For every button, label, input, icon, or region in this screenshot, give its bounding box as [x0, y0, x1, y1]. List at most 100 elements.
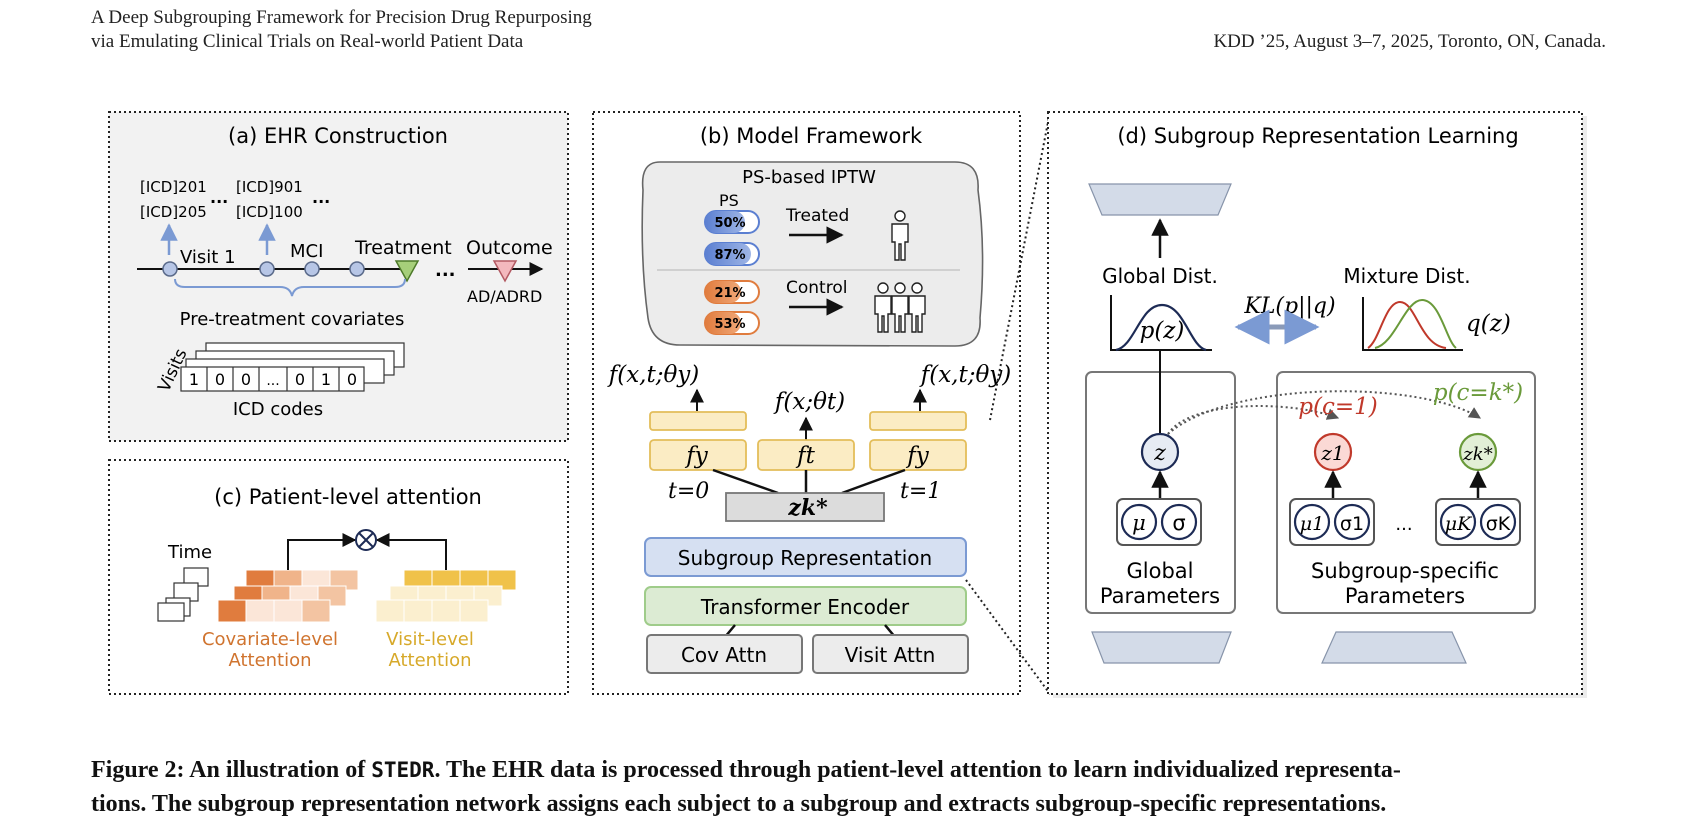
caption-prefix: Figure 2: An illustration of [91, 757, 372, 783]
ps-value: 53% [714, 317, 745, 332]
visit-attn-label: Visit Attn [845, 643, 936, 667]
subgroup-parameters-label: Subgroup-specific [1311, 559, 1499, 583]
cov-attn-label: Cov Attn [681, 643, 767, 667]
pz-label: p(z) [1140, 318, 1185, 344]
visit-attention-label: Visit-level [386, 629, 474, 650]
panel-b-model-framework: (b) Model Framework PS-based IPTW PS 50%… [592, 111, 1021, 695]
icd-code: [ICD]100 [236, 203, 303, 221]
control-label: Control [786, 278, 847, 298]
sigma-label: σ [1172, 511, 1185, 535]
t1-label: t=1 [900, 479, 941, 504]
ps-value: 21% [714, 286, 745, 301]
visit-attention-grid [375, 569, 517, 623]
icd-code: [ICD]201 [140, 178, 207, 196]
ps-value: 87% [714, 248, 745, 263]
encoder-trapezoid [1321, 631, 1467, 664]
matrix-cell: 0 [241, 370, 251, 389]
visit-attn-box [812, 634, 969, 674]
panel-c-title: (c) Patient-level attention [214, 485, 482, 509]
t0-label: t=0 [668, 479, 709, 504]
zk-node [1458, 432, 1498, 472]
panel-a-ehr-construction: (a) EHR Construction [ICD]201 [ICD]205 .… [108, 111, 569, 442]
ft-label: ft [795, 443, 816, 469]
ellipsis: ... [435, 260, 456, 281]
decoder-trapezoid [1088, 183, 1232, 216]
qz-label: q(z) [1466, 311, 1511, 337]
time-label: Time [167, 542, 212, 563]
visit1-label: Visit 1 [180, 247, 236, 268]
pretreatment-brace [174, 278, 406, 297]
mci-label: MCI [290, 241, 323, 262]
matrix-cell: 1 [321, 370, 331, 389]
mixture-curve-green [1374, 298, 1457, 349]
mixture-dist-label: Mixture Dist. [1343, 264, 1470, 288]
global-dist-label: Global Dist. [1102, 264, 1218, 288]
sigma1-label: σ1 [1340, 513, 1364, 535]
figure-caption: Figure 2: An illustration of STEDR. The … [91, 753, 1611, 821]
fy-layer [869, 411, 967, 431]
matrix-cell: 0 [295, 370, 305, 389]
icd-code: [ICD]205 [140, 203, 207, 221]
zk-representation-box [725, 492, 885, 522]
running-header-venue: KDD ’25, August 3–7, 2025, Toronto, ON, … [1213, 31, 1606, 52]
fy-label: fy [684, 443, 709, 469]
running-header-title: A Deep Subgrouping Framework for Precisi… [91, 6, 592, 54]
kl-label: KL(p||q) [1243, 294, 1335, 319]
ps-value: 50% [714, 216, 745, 231]
adadrd-label: AD/ADRD [467, 287, 542, 306]
muk-label: μK [1445, 513, 1473, 535]
visit-node [259, 261, 275, 277]
zk-label: zk* [787, 495, 828, 521]
icd-code: [ICD]901 [236, 178, 303, 196]
panel-d-title: (d) Subgroup Representation Learning [1117, 124, 1518, 148]
matrix-cell: 0 [215, 370, 225, 389]
mu-label: μ [1132, 511, 1146, 535]
header-title-line2: via Emulating Clinical Trials on Real-wo… [91, 31, 524, 52]
covariate-attention-label: Covariate-level [202, 629, 338, 650]
sigmak-label: σK [1486, 513, 1511, 535]
global-parameters-label: Parameters [1100, 584, 1220, 608]
ps-pill-control: 53% [704, 311, 760, 335]
ellipsis: ... [1395, 514, 1412, 535]
fy-layer [649, 439, 747, 471]
panel-d-subgroup-representation: (d) Subgroup Representation Learning Glo… [1047, 111, 1587, 698]
caption-line2: tions. The subgroup representation netwo… [91, 791, 1387, 817]
mixture-curve-red [1367, 300, 1447, 349]
person-icon [891, 210, 909, 261]
covariate-attention-label: Attention [228, 650, 311, 671]
fy-output-label: f(x,t;θy) [607, 362, 700, 388]
panel-b-title: (b) Model Framework [700, 124, 923, 148]
outcome-triangle [492, 260, 518, 283]
visit-matrix: 1 0 0 ... 0 1 0 [180, 342, 405, 392]
subgroup-representation-box [644, 537, 967, 577]
visit-attention-label: Attention [388, 650, 471, 671]
pck-label: p(c=k*) [1433, 380, 1523, 406]
fy-output-label: f(x,t;θy) [919, 362, 1012, 388]
multiply-icon [355, 529, 377, 551]
transformer-encoder-box [644, 586, 967, 626]
ps-iptw-title: PS-based IPTW [742, 167, 876, 188]
ps-pill-treated: 87% [704, 242, 760, 266]
icd-codes-label: ICD codes [233, 399, 323, 420]
ellipsis: ... [312, 188, 330, 207]
cov-attn-box [646, 634, 803, 674]
time-stack [157, 567, 209, 622]
outcome-label: Outcome [466, 237, 553, 259]
encoder-trapezoid [1091, 631, 1232, 664]
zk-node-label: zk* [1462, 444, 1492, 465]
treatment-triangle [394, 260, 420, 283]
pretreatment-label: Pre-treatment covariates [180, 309, 405, 330]
visit-node [162, 261, 178, 277]
fy-layer [869, 439, 967, 471]
pc1-label: p(c=1) [1298, 394, 1377, 420]
z-label: z [1153, 441, 1166, 466]
transformer-encoder-label: Transformer Encoder [700, 595, 910, 619]
global-distribution-curve [1115, 303, 1207, 352]
treated-label: Treated [785, 206, 849, 226]
matrix-cell: 1 [189, 370, 199, 389]
caption-line1: . The EHR data is processed through pati… [434, 757, 1401, 783]
ft-output-label: f(x;θt) [773, 389, 845, 415]
subgroup-representation-label: Subgroup Representation [678, 546, 932, 570]
z1-label: z1 [1320, 441, 1344, 465]
fy-label: fy [905, 443, 930, 469]
